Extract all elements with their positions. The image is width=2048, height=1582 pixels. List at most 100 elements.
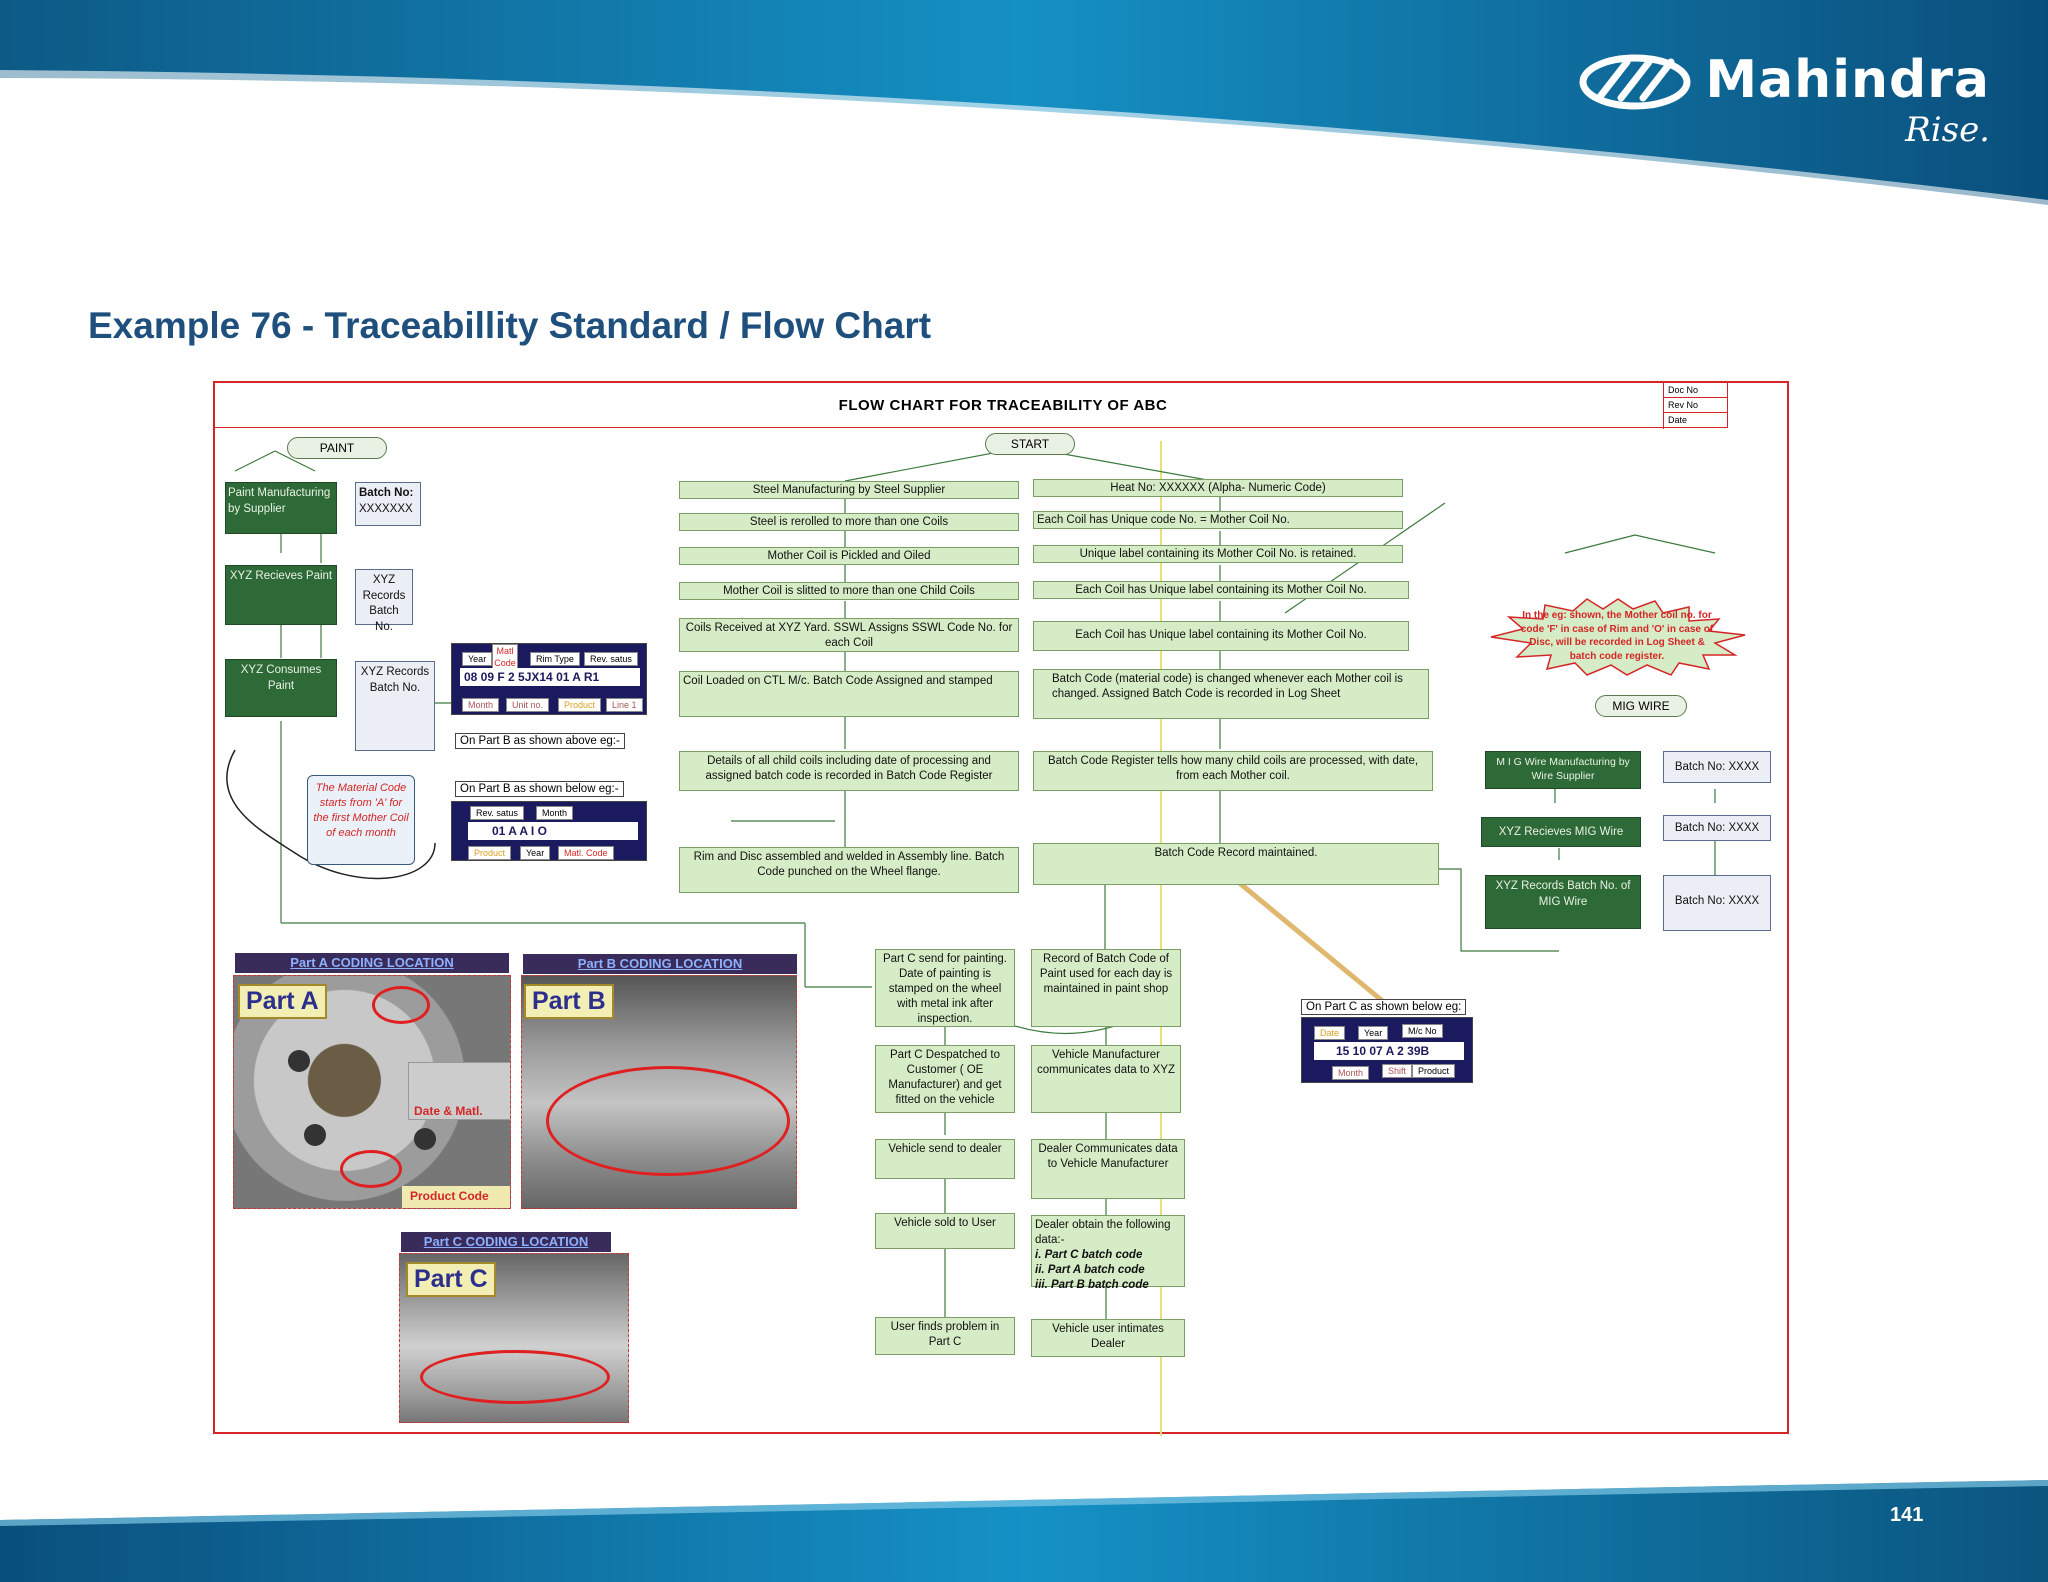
part-b-above-caption: On Part B as shown above eg:- xyxy=(455,733,625,749)
coil-step-8: Batch Code Record maintained. xyxy=(1033,843,1439,885)
paint-records-doc-2: XYZ Records Batch No. xyxy=(355,661,435,751)
pb-above-code: 08 09 F 2 5JX14 01 A R1 xyxy=(460,668,640,686)
coil-step-3: Unique label containing its Mother Coil … xyxy=(1033,545,1403,563)
callout-starburst xyxy=(1490,598,1746,676)
dealer-data-heading: Dealer obtain the following data:- xyxy=(1035,1219,1171,1246)
steel-step-2: Steel is rerolled to more than one Coils xyxy=(679,513,1019,531)
lower-right-step-4: Dealer obtain the following data:- i. Pa… xyxy=(1031,1215,1185,1291)
pb-above-year: Year xyxy=(462,652,493,666)
lower-right-step-5: Vehicle user intimates Dealer xyxy=(1031,1319,1185,1357)
rev-no-label: Rev No xyxy=(1664,398,1728,413)
mahindra-logo-icon xyxy=(1579,54,1691,110)
highlight-circle xyxy=(340,1150,402,1188)
pb-above-matl: Matl Code xyxy=(492,644,518,670)
part-c-eg-caption: On Part C as shown below eg: xyxy=(1301,999,1467,1015)
paint-consumes-box: XYZ Consumes Paint xyxy=(225,659,337,717)
part-c-photo: Part C xyxy=(399,1253,629,1423)
pb-above-product: Product xyxy=(558,698,602,712)
part-c-label: Part C xyxy=(406,1262,496,1297)
lower-left-step-2: Part C Despatched to Customer ( OE Manuf… xyxy=(875,1045,1015,1113)
pb-above-line: Line 1 xyxy=(606,698,643,712)
steel-step-6: Coil Loaded on CTL M/c. Batch Code Assig… xyxy=(679,671,1019,717)
lower-right-step-1: Record of Batch Code of Paint used for e… xyxy=(1031,949,1181,1027)
paint-records-doc-1: XYZ Records Batch No. xyxy=(355,569,413,633)
paint-oval: PAINT xyxy=(287,437,387,459)
mig-batch-doc-1: Batch No: XXXX xyxy=(1663,751,1771,783)
pc-code: 15 10 07 A 2 39B xyxy=(1314,1042,1464,1060)
brand-tagline: Rise. xyxy=(1905,110,1990,150)
page-number: 141 xyxy=(1890,1504,1924,1526)
coil-step-4: Each Coil has Unique label containing it… xyxy=(1033,581,1409,599)
part-b-photo-heading: Part B CODING LOCATION xyxy=(523,954,797,974)
brand-name: Mahindra xyxy=(1705,50,1990,110)
pc-mc: M/c No xyxy=(1402,1024,1443,1038)
bolt-hole-icon xyxy=(414,1128,436,1150)
part-a-tag-date: Date & Matl. xyxy=(414,1104,483,1118)
coil-step-1: Heat No: XXXXXX (Alpha- Numeric Code) xyxy=(1033,479,1403,497)
date-matl-inset xyxy=(408,1062,510,1120)
part-b-below-caption: On Part B as shown below eg:- xyxy=(455,781,624,797)
pb-below-month: Month xyxy=(536,806,574,820)
material-note-scroll xyxy=(307,775,415,865)
pc-product: Product xyxy=(1412,1064,1456,1078)
pc-date: Date xyxy=(1314,1026,1346,1040)
steel-step-4: Mother Coil is slitted to more than one … xyxy=(679,582,1019,600)
steel-step-1: Steel Manufacturing by Steel Supplier xyxy=(679,481,1019,499)
coil-step-5: Each Coil has Unique label containing it… xyxy=(1033,621,1409,651)
mig-batch-doc-2: Batch No: XXXX xyxy=(1663,815,1771,841)
part-b-below-code-box: Rev. satus Month 01 A A I O Product Year… xyxy=(451,801,647,861)
footer-banner xyxy=(0,1480,2048,1582)
flowchart-title: FLOW CHART FOR TRACEABILITY OF ABC xyxy=(838,397,1168,414)
flowchart-sheet: FLOW CHART FOR TRACEABILITY OF ABC Doc N… xyxy=(213,381,1789,1436)
steel-step-5: Coils Received at XYZ Yard. SSWL Assigns… xyxy=(679,618,1019,652)
coil-step-7: Batch Code Register tells how many child… xyxy=(1033,751,1433,791)
header-banner xyxy=(0,0,2048,210)
steel-step-7: Details of all child coils including dat… xyxy=(679,751,1019,791)
lower-left-step-4: Vehicle sold to User xyxy=(875,1213,1015,1249)
pb-above-revstatus: Rev. satus xyxy=(584,652,638,666)
highlight-circle xyxy=(372,986,430,1024)
pb-above-rimtype: Rim Type xyxy=(530,652,580,666)
pb-below-year: Year xyxy=(520,846,551,860)
paint-manufacturing-box: Paint Manufacturing by Supplier xyxy=(225,482,337,534)
steel-step-8: Rim and Disc assembled and welded in Ass… xyxy=(679,847,1019,893)
pb-below-matl: Matl. Code xyxy=(558,846,614,860)
part-a-tag-product: Product Code xyxy=(410,1189,489,1203)
pb-below-product: Product xyxy=(468,846,512,860)
pc-year: Year xyxy=(1358,1026,1389,1040)
lower-left-step-3: Vehicle send to dealer xyxy=(875,1139,1015,1179)
part-b-photo: Part B xyxy=(521,975,797,1209)
start-oval: START xyxy=(985,433,1075,455)
lower-right-step-2: Vehicle Manufacturer communicates data t… xyxy=(1031,1045,1181,1113)
product-code-tag-bg xyxy=(402,1186,510,1208)
date-label: Date xyxy=(1664,413,1728,428)
bolt-hole-icon xyxy=(304,1124,326,1146)
part-c-code-box: Date Year M/c No 15 10 07 A 2 39B Month … xyxy=(1301,1017,1473,1083)
brand-block: Mahindra Rise. xyxy=(1579,50,1990,150)
mig-receives-box: XYZ Recieves MIG Wire xyxy=(1481,817,1641,847)
mig-manufacturing-box: M I G Wire Manufacturing by Wire Supplie… xyxy=(1485,751,1641,789)
coil-step-2: Each Coil has Unique code No. = Mother C… xyxy=(1033,511,1403,529)
steel-step-3: Mother Coil is Pickled and Oiled xyxy=(679,547,1019,565)
material-note: The Material Code starts from 'A' for th… xyxy=(313,782,409,839)
highlight-circle xyxy=(546,1066,790,1176)
pb-below-code: 01 A A I O xyxy=(468,822,638,840)
mig-batch-doc-3: Batch No: XXXX xyxy=(1663,875,1771,931)
title-divider xyxy=(215,427,1663,428)
mig-oval: MIG WIRE xyxy=(1595,695,1687,717)
dealer-item-3: iii. Part B batch code xyxy=(1035,1278,1149,1291)
dealer-item-1: i. Part C batch code xyxy=(1035,1248,1143,1261)
mig-records-box: XYZ Records Batch No. of MIG Wire xyxy=(1485,875,1641,929)
part-a-photo-heading: Part A CODING LOCATION xyxy=(235,953,509,973)
part-a-photo: Part A Date & Matl. Product Code xyxy=(233,975,511,1209)
highlight-circle xyxy=(420,1350,610,1404)
part-c-photo-heading: Part C CODING LOCATION xyxy=(401,1232,611,1252)
paint-batch-label: Batch No: xyxy=(359,487,414,499)
lower-left-step-5: User finds problem in Part C xyxy=(875,1317,1015,1355)
paint-batch-value: XXXXXXX xyxy=(359,502,413,515)
dealer-item-2: ii. Part A batch code xyxy=(1035,1263,1145,1276)
pb-above-month: Month xyxy=(462,698,500,712)
callout-text: In the eg: shown, the Mother coil no. fo… xyxy=(1520,610,1714,662)
doc-no-label: Doc No xyxy=(1664,383,1728,398)
bolt-hole-icon xyxy=(288,1050,310,1072)
